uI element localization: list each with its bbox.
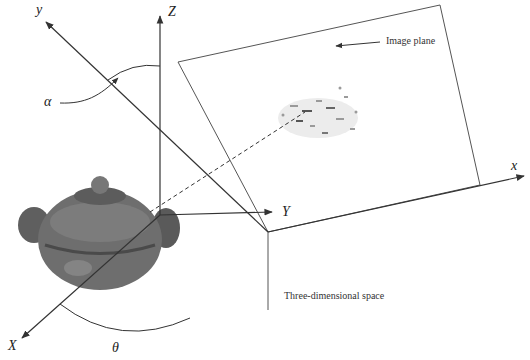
axis-label: Z bbox=[168, 4, 176, 19]
alpha-pointer bbox=[60, 78, 118, 103]
image-y-axis bbox=[46, 22, 268, 232]
image-mark bbox=[296, 120, 303, 122]
image-x-axis bbox=[268, 176, 524, 232]
teapot-highlight bbox=[64, 260, 92, 276]
leader-line bbox=[336, 42, 380, 46]
image-mark bbox=[344, 96, 348, 98]
y-axis bbox=[160, 212, 272, 215]
image-mark bbox=[350, 128, 355, 130]
plane-support-line bbox=[268, 232, 269, 310]
image-mark bbox=[336, 118, 344, 120]
image-mark bbox=[355, 111, 358, 114]
image-mark bbox=[326, 107, 335, 109]
callout-label: Image plane bbox=[386, 35, 435, 46]
teapot-shoulder bbox=[50, 202, 150, 242]
teapot-knob bbox=[91, 176, 109, 194]
image-mark bbox=[290, 105, 298, 107]
image-mark bbox=[316, 100, 322, 102]
teapot-band bbox=[45, 245, 155, 254]
x-axis bbox=[22, 215, 160, 338]
alpha-arc bbox=[108, 65, 160, 80]
image-plane bbox=[178, 5, 480, 232]
angle-label: α bbox=[44, 94, 51, 109]
image-mark bbox=[282, 114, 285, 117]
axis-label: X bbox=[8, 338, 17, 353]
teapot-object bbox=[18, 176, 180, 290]
image-mark bbox=[339, 87, 342, 90]
theta-arc bbox=[60, 304, 190, 331]
image-mark bbox=[302, 110, 312, 112]
z-axis bbox=[159, 16, 160, 215]
angle-label: θ bbox=[112, 340, 119, 355]
axis-label: Y bbox=[282, 204, 290, 219]
image-shadow bbox=[278, 98, 358, 138]
image-mark bbox=[310, 125, 315, 127]
axis-label: x bbox=[511, 158, 517, 173]
image-mark bbox=[322, 132, 328, 134]
region-label: Three-dimensional space bbox=[284, 290, 384, 301]
axis-label: y bbox=[36, 2, 42, 17]
projected-image bbox=[278, 87, 358, 139]
projection-ray bbox=[150, 112, 305, 212]
